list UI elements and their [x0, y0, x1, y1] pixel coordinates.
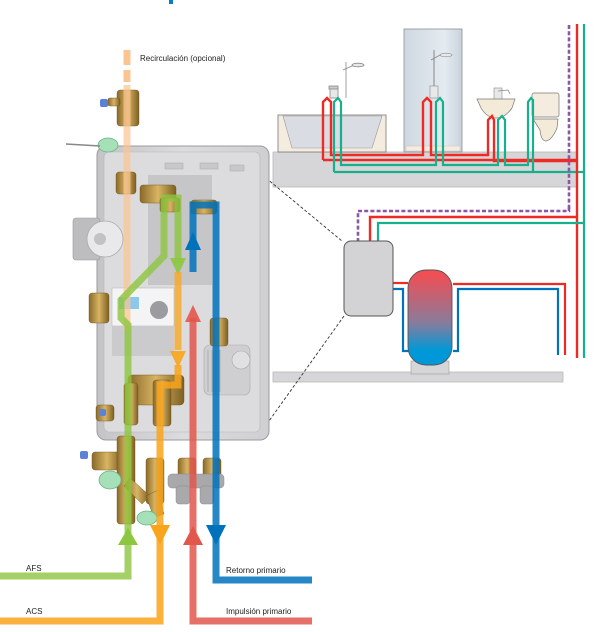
callout-line-bottom: [263, 315, 345, 429]
blue-caps: [80, 99, 108, 459]
left-pump: [72, 217, 124, 261]
hot-branch: [368, 215, 577, 242]
boiler-return-pipe: [453, 287, 560, 355]
shower-cabin: [403, 28, 463, 153]
bathroom-scene: [272, 24, 586, 358]
right-pump: [203, 344, 251, 396]
retorno-arrow-up: [185, 232, 201, 250]
station-unit-icon: [343, 240, 394, 317]
label-impulsion-primario: Impulsión primario: [226, 607, 292, 616]
retorno-flow-path: [189, 201, 312, 584]
buffer-tank: [407, 269, 453, 375]
hot-water-pipes: [321, 96, 578, 163]
toilet: [531, 92, 560, 142]
drain-rod: [65, 143, 101, 147]
callout-line-top: [265, 177, 343, 242]
bath-shower: [328, 62, 365, 99]
impulsion-flow-path: [189, 318, 312, 625]
upper-floor-slab: [272, 151, 578, 188]
afs-flow-path: [0, 194, 182, 580]
washbasin: [476, 87, 516, 119]
impulsion-arrow-up-top: [185, 305, 201, 322]
header-tab: [169, 0, 173, 4]
acs-arrow-down: [150, 525, 170, 545]
label-acs: ACS: [26, 607, 43, 616]
label-retorno-primario: Retorno primario: [226, 566, 286, 575]
label-afs: AFS: [26, 564, 42, 573]
impulsion-arrow-up: [183, 526, 203, 545]
plant-room: [263, 177, 584, 429]
acs-arrow-mid: [170, 351, 186, 368]
afs-arrow-down: [170, 258, 186, 275]
handwheels: [97, 137, 158, 526]
label-recirculacion: Recirculación (opcional): [140, 54, 226, 63]
hydraulic-station: [65, 89, 270, 526]
primary-return-pipe: [393, 287, 410, 353]
boiler-supply-pipe: [453, 282, 567, 355]
afs-arrow-up: [118, 528, 138, 545]
flow-arrows: [0, 50, 312, 625]
recirc-branch: [356, 205, 571, 242]
cold-branch: [376, 221, 584, 242]
retorno-arrow-down: [206, 525, 226, 545]
cold-water-pipes: [332, 96, 584, 174]
